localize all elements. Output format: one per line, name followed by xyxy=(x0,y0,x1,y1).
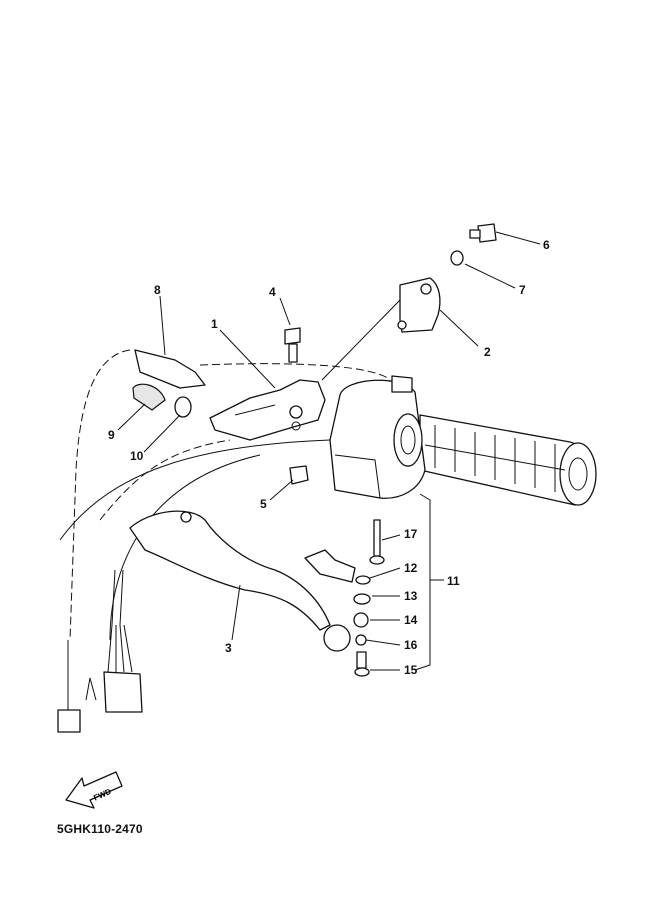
lever-bracket xyxy=(209,379,326,441)
clutch-lever xyxy=(129,510,351,652)
callout-2: 2 xyxy=(484,345,491,359)
leader-lines xyxy=(117,231,541,671)
cable-routes xyxy=(59,349,391,641)
callout-13: 13 xyxy=(404,589,418,603)
cable-adjuster-parts xyxy=(132,349,206,418)
holder-clamp-and-screw xyxy=(397,223,497,333)
callout-15: 15 xyxy=(404,663,418,677)
callout-labels: 1 2 3 4 5 6 7 8 9 10 11 12 13 14 15 16 1… xyxy=(108,238,550,677)
callout-9: 9 xyxy=(108,428,115,442)
diagram-code: 5GHK110-2470 xyxy=(57,822,143,836)
handlebar-grip xyxy=(419,414,597,506)
callout-17: 17 xyxy=(404,527,418,541)
callout-10: 10 xyxy=(130,449,144,463)
callout-3: 3 xyxy=(225,641,232,655)
callout-8: 8 xyxy=(154,283,161,297)
callout-12: 12 xyxy=(404,561,418,575)
callout-16: 16 xyxy=(404,638,418,652)
wiring-harness xyxy=(57,569,143,733)
switch-assembly-parts xyxy=(304,519,385,677)
callout-11: 11 xyxy=(447,574,460,588)
callout-7: 7 xyxy=(519,283,526,297)
callout-6: 6 xyxy=(543,238,550,252)
callout-5: 5 xyxy=(260,497,267,511)
callout-1: 1 xyxy=(211,317,218,331)
pivot-bolt-and-nut xyxy=(284,327,309,485)
fwd-arrow-icon: FWD xyxy=(65,771,123,809)
switch-housing xyxy=(329,375,426,499)
callout-4: 4 xyxy=(269,285,276,299)
callout-14: 14 xyxy=(404,613,418,627)
